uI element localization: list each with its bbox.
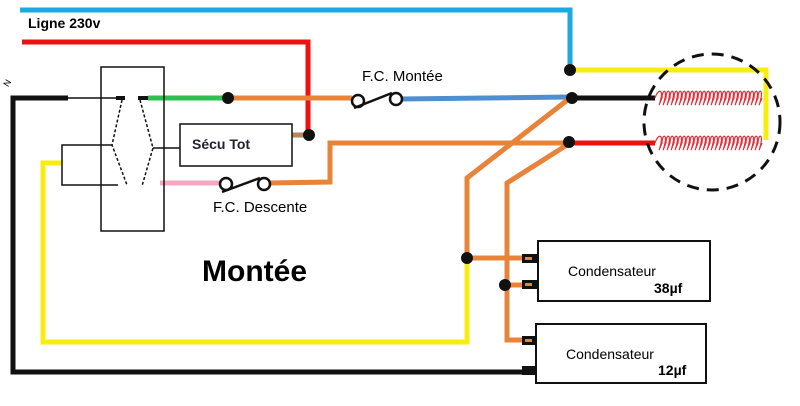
- capacitor-38-icon: [522, 240, 711, 302]
- motor-outline: [642, 52, 782, 192]
- lightblue-wire: [399, 94, 571, 102]
- black-neutral-wire: [10, 95, 528, 375]
- capacitor-12-value: 12µf: [658, 362, 687, 378]
- limit-up-label: F.C. Montée: [362, 68, 443, 85]
- capacitor-12-icon: [522, 323, 707, 384]
- limit-switch-up-icon: [350, 91, 404, 110]
- yellow-wire-left: [40, 160, 470, 345]
- inverter-switch: [61, 66, 180, 232]
- limit-switch-down-icon: [218, 176, 272, 194]
- capacitor-12-name: Condensateur: [566, 346, 654, 362]
- mode-title: Montée: [202, 255, 307, 288]
- safety-box: [179, 123, 293, 167]
- limit-down-label: F.C. Descente: [213, 199, 308, 216]
- blue-wire: [20, 7, 573, 70]
- red-line-wire: [22, 39, 311, 134]
- yellow-motor-wire: [570, 67, 769, 140]
- orange-wire-descente: [267, 140, 570, 186]
- safety-label: Sécu Tot: [192, 136, 251, 152]
- motor-coil-icon: [654, 90, 763, 151]
- capacitor-38-value: 38µf: [654, 280, 683, 296]
- orange-wire-cap12: [504, 140, 572, 343]
- line-label: Ligne 230v: [28, 15, 101, 31]
- orange-wire-cap38: [464, 96, 572, 261]
- capacitor-38-name: Condensateur: [568, 263, 656, 279]
- junction-dots: [222, 64, 578, 291]
